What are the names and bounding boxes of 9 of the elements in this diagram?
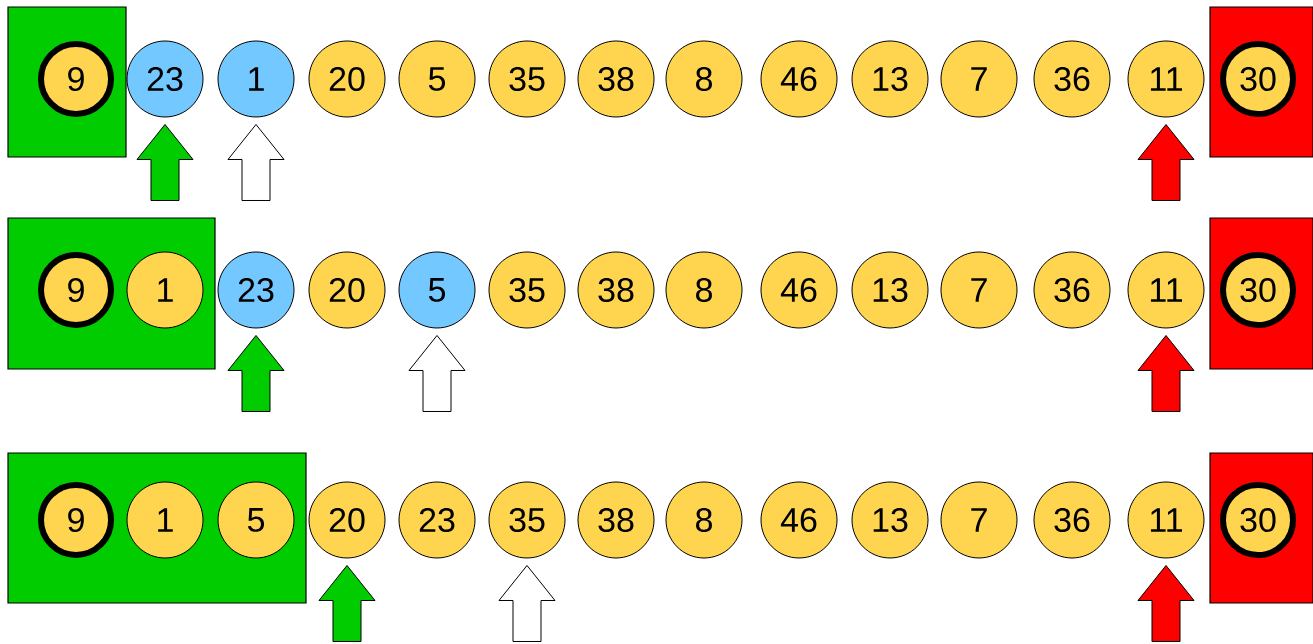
arrow — [136, 124, 194, 201]
arrow — [498, 565, 556, 642]
arrow — [1137, 565, 1195, 642]
arrow — [227, 335, 285, 412]
arrow — [1137, 335, 1195, 412]
arrow — [408, 335, 466, 412]
arrow — [227, 124, 285, 201]
arrow — [1137, 124, 1195, 201]
arrow — [318, 565, 376, 642]
